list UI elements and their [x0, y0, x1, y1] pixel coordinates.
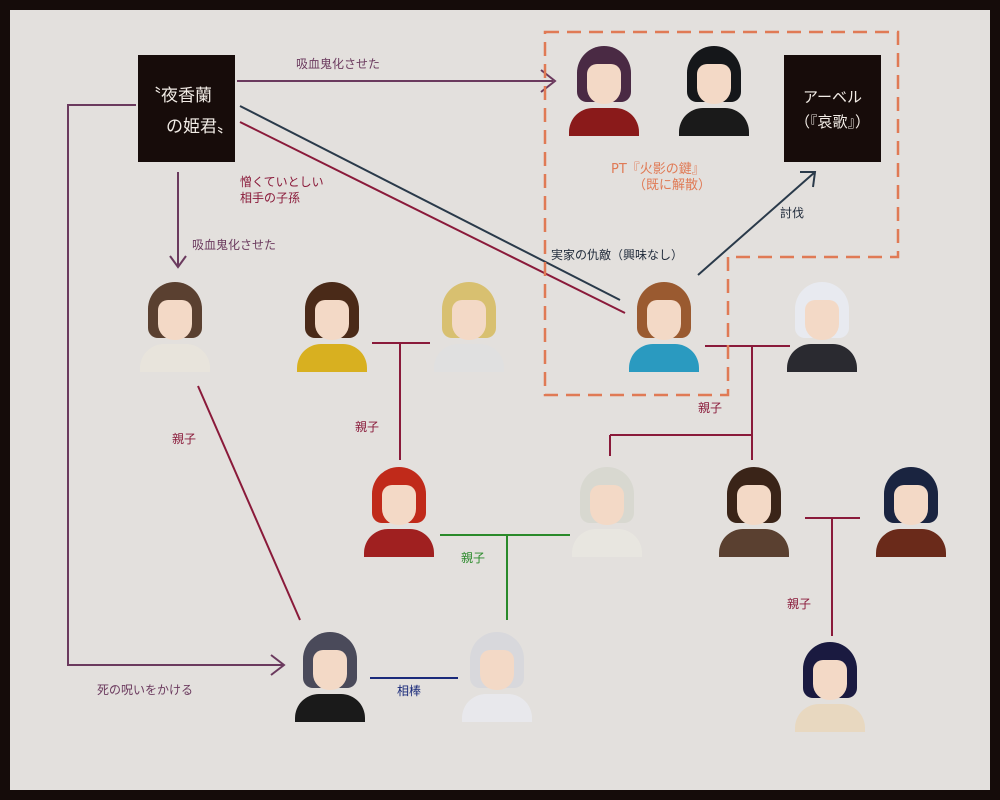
parent-line-mid	[372, 342, 430, 460]
label-parent-mid: 親子	[355, 420, 380, 434]
character-portrait	[874, 463, 948, 557]
portrait-face	[587, 64, 621, 104]
portrait-face	[697, 64, 731, 104]
portrait-face	[313, 650, 347, 690]
vamp-top-line	[237, 69, 557, 93]
parent-line-left	[197, 385, 301, 621]
curse-line	[67, 104, 286, 676]
character-portrait	[567, 42, 641, 136]
label-parent-right: 親子	[698, 401, 723, 415]
label-parent-bottom: 親子	[787, 597, 812, 611]
portrait-body	[434, 344, 504, 372]
character-portrait	[432, 278, 506, 372]
portrait-body	[140, 344, 210, 372]
portrait-body	[629, 344, 699, 372]
portrait-face	[158, 300, 192, 340]
portrait-body	[297, 344, 367, 372]
character-portrait	[677, 42, 751, 136]
portrait-body	[569, 108, 639, 136]
parent-line-green	[440, 534, 570, 620]
label-hate-line2: 相手の子孫	[240, 191, 301, 205]
princess-box: 〝夜香蘭 の姫君〟	[138, 55, 235, 162]
portrait-face	[647, 300, 681, 340]
portrait-face	[894, 485, 928, 525]
portrait-face	[382, 485, 416, 525]
label-parent-left: 親子	[172, 432, 197, 446]
label-vamp-left: 吸血鬼化させた	[192, 238, 277, 252]
character-portrait	[570, 463, 644, 557]
label-subjugate: 討伐	[780, 206, 805, 220]
abel-name-line2: （『哀歌』）	[794, 112, 870, 131]
parent-line-bottom	[805, 517, 860, 636]
portrait-face	[805, 300, 839, 340]
label-hate-line1: 憎くていとしい	[240, 175, 324, 189]
portrait-face	[813, 660, 847, 700]
princess-name-line2: の姫君〟	[166, 116, 234, 137]
portrait-body	[876, 529, 946, 557]
subjugate-arrow	[697, 171, 817, 276]
party-label-line2: （既に解散）	[633, 178, 712, 193]
label-vamp-top: 吸血鬼化させた	[296, 57, 381, 71]
character-portrait	[793, 638, 867, 732]
portrait-face	[315, 300, 349, 340]
party-label-line1: PT『火影の鍵』	[611, 162, 705, 177]
portrait-body	[295, 694, 365, 722]
connector-layer	[67, 30, 900, 679]
portrait-body	[364, 529, 434, 557]
character-portrait	[293, 628, 367, 722]
parent-line-right	[609, 345, 790, 460]
abel-name-line1: アーベル	[802, 87, 863, 106]
character-portrait	[627, 278, 701, 372]
character-portrait	[785, 278, 859, 372]
label-partner: 相棒	[397, 684, 422, 698]
abel-box: アーベル （『哀歌』）	[784, 55, 881, 162]
portrait-face	[480, 650, 514, 690]
label-hate: 憎くていとしい 相手の子孫	[240, 174, 324, 206]
portrait-body	[719, 529, 789, 557]
label-enemy: 実家の仇敵（興味なし）	[551, 248, 684, 262]
character-portrait	[362, 463, 436, 557]
enemy-line	[239, 105, 621, 301]
label-parent-green: 親子	[461, 551, 486, 565]
portrait-body	[795, 704, 865, 732]
descendant-line	[239, 121, 626, 314]
portrait-face	[737, 485, 771, 525]
party-dashed-border	[543, 30, 900, 397]
character-portrait	[460, 628, 534, 722]
portrait-body	[572, 529, 642, 557]
character-portrait	[138, 278, 212, 372]
character-portrait	[717, 463, 791, 557]
princess-name-line1: 〝夜香蘭	[144, 85, 212, 106]
portrait-body	[679, 108, 749, 136]
portrait-face	[452, 300, 486, 340]
portrait-face	[590, 485, 624, 525]
character-portrait	[295, 278, 369, 372]
portrait-body	[462, 694, 532, 722]
label-curse: 死の呪いをかける	[97, 683, 194, 697]
portrait-body	[787, 344, 857, 372]
party-label: PT『火影の鍵』 （既に解散）	[611, 162, 711, 194]
vamp-left-arrow	[169, 172, 187, 269]
